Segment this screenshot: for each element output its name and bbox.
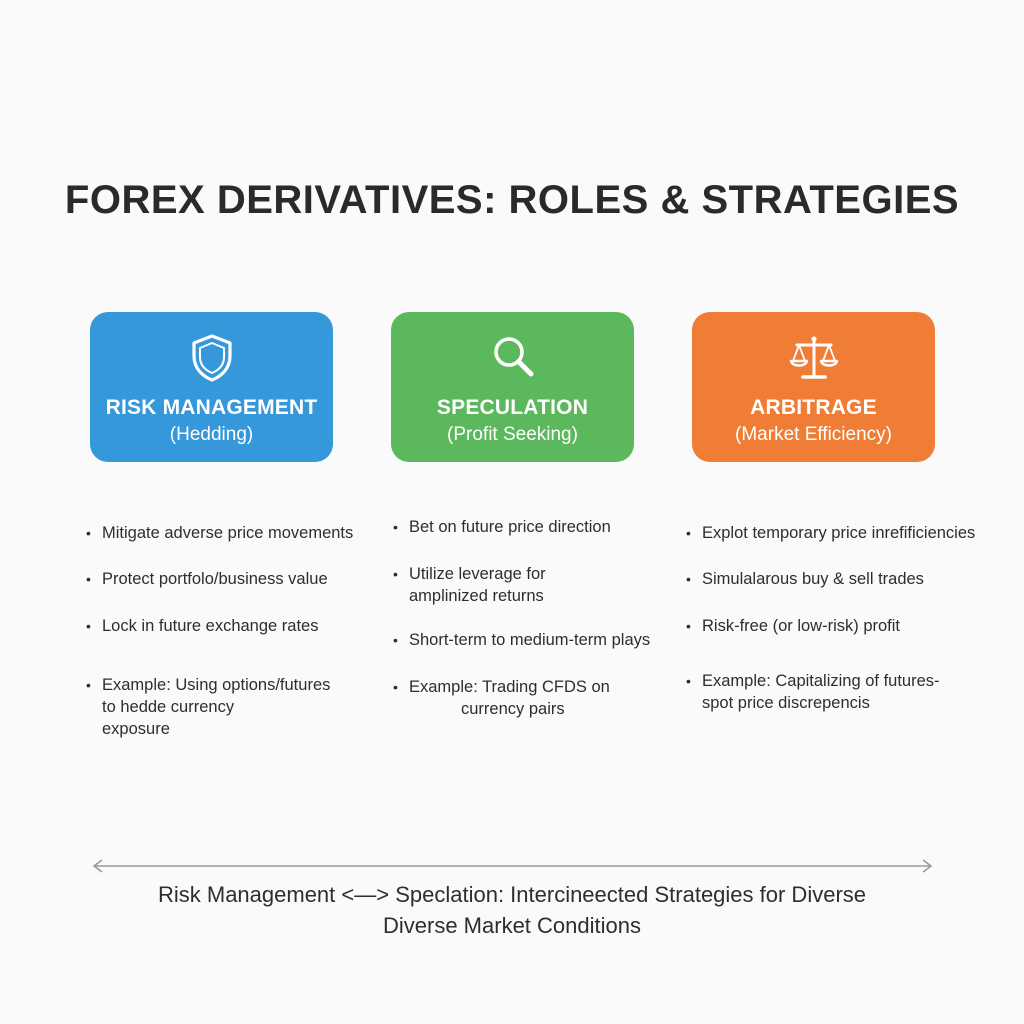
list-item-text: Example: Using options/futures — [102, 676, 331, 694]
diagram-title: FOREX DERIVATIVES: ROLES & STRATEGIES — [64, 178, 960, 222]
list-item: Mitigate adverse price movements — [86, 522, 353, 544]
list-item-text: Short-term to medium-term plays — [409, 631, 651, 649]
list-item-text: currency pairs — [461, 700, 565, 718]
list-item: Short-term to medium-term plays — [393, 629, 650, 651]
card-title: RISK MANAGEMENT — [105, 396, 318, 419]
card-subtitle: (Market Efficiency) — [735, 424, 892, 445]
list-item-text: Risk-free (or low-risk) profit — [702, 617, 901, 635]
list-item-text: amplinized returns — [409, 587, 544, 605]
footer-caption-line-2: Diverse Market Conditions — [383, 913, 641, 938]
list-item: Explot temporary price inrefificiencies — [686, 522, 975, 544]
list-item: Risk-free (or low-risk) profit — [686, 615, 900, 637]
list-item-text: Utilize leverage for — [409, 565, 546, 583]
list-item-text: Bet on future price direction — [409, 518, 611, 536]
list-item-text: Example: Trading CFDS on — [409, 678, 610, 696]
double-arrow-icon — [92, 859, 933, 873]
list-item-text: Example: Capitalizing of futures- — [702, 672, 940, 690]
risk-management-card: RISK MANAGEMENT (Hedding) — [90, 312, 333, 462]
list-item: Protect portfolo/business value — [86, 568, 328, 590]
list-item: Utilize leverage for amplinized returns — [393, 563, 546, 607]
list-item: Example: Using options/futures to hedde … — [86, 674, 330, 740]
list-item: Lock in future exchange rates — [86, 615, 318, 637]
list-item-text: Lock in future exchange rates — [102, 617, 319, 635]
card-subtitle: (Profit Seeking) — [447, 424, 578, 445]
list-item: Example: Capitalizing of futures- spot p… — [686, 670, 940, 714]
speculation-card: SPECULATION (Profit Seeking) — [391, 312, 634, 462]
list-item-text: Protect portfolo/business value — [102, 570, 328, 588]
list-item-text: Mitigate adverse price movements — [102, 524, 354, 542]
list-item-text: Explot temporary price inrefificiencies — [702, 524, 976, 542]
card-title: SPECULATION — [436, 396, 589, 419]
list-item: Simulalarous buy & sell trades — [686, 568, 924, 590]
shield-icon — [90, 332, 333, 384]
card-title: ARBITRAGE — [750, 396, 877, 419]
list-item-text: to hedde currency — [102, 698, 235, 716]
footer-caption-line-1: Risk Management <—> Speclation: Intercin… — [157, 882, 867, 907]
magnifier-icon — [391, 332, 634, 384]
list-item-text: Simulalarous buy & sell trades — [702, 570, 924, 588]
list-item: Bet on future price direction — [393, 516, 611, 538]
card-subtitle: (Hedding) — [169, 424, 254, 445]
list-item: Example: Trading CFDS on currency pairs — [393, 676, 610, 720]
list-item-text: spot price discrepencis — [702, 694, 870, 712]
scales-icon — [692, 332, 935, 384]
list-item-text: exposure — [102, 720, 170, 738]
arbitrage-card: ARBITRAGE (Market Efficiency) — [692, 312, 935, 462]
